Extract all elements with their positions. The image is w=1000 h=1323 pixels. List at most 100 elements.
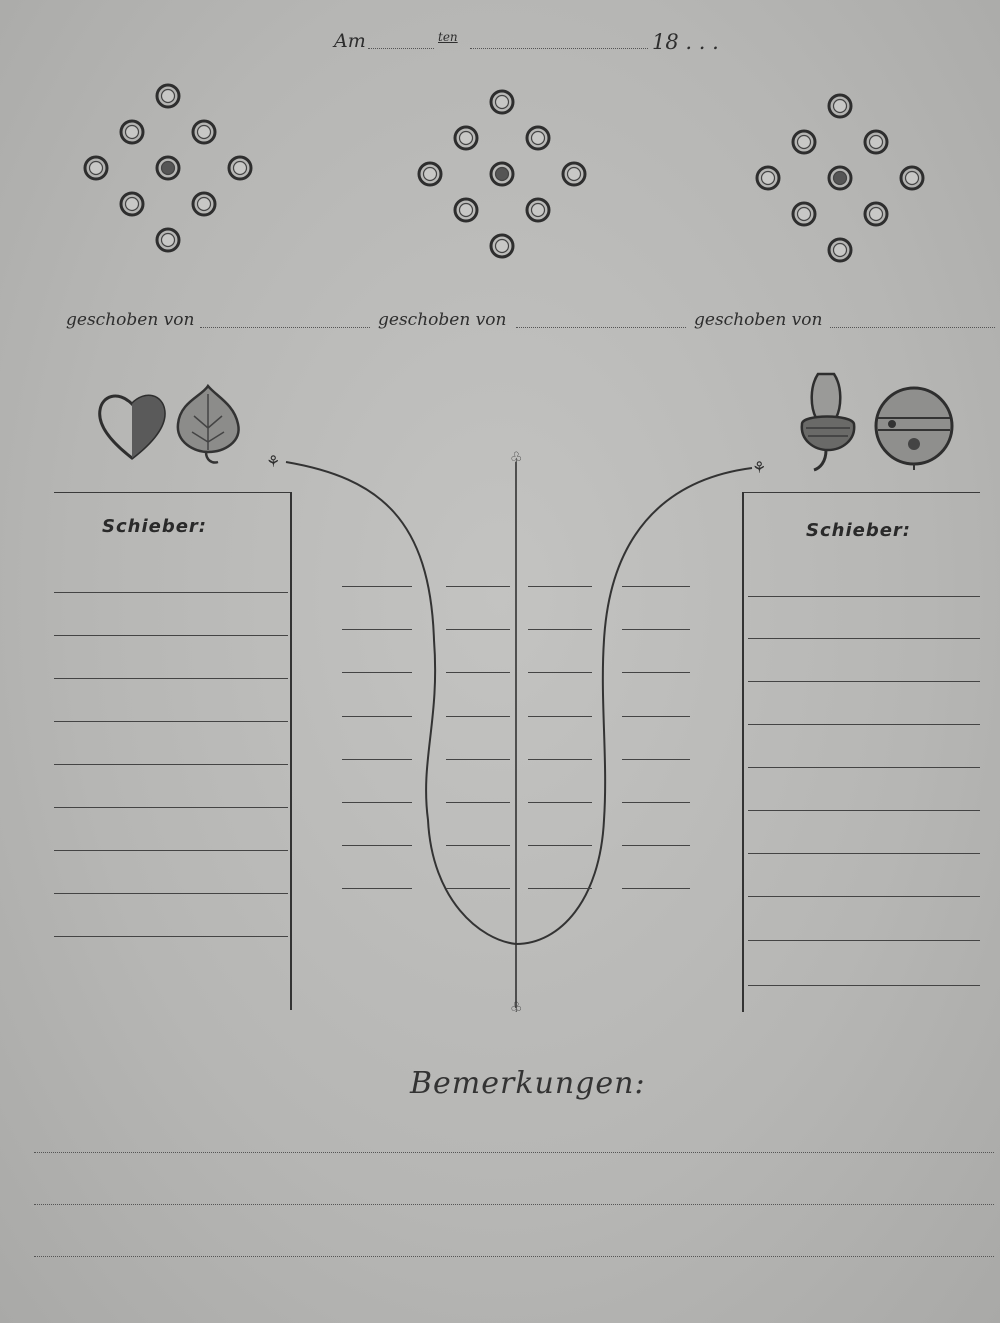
score-line[interactable] <box>748 940 980 941</box>
ring-icon <box>863 201 889 227</box>
score-line[interactable] <box>528 586 592 587</box>
bell-suit-icon <box>874 386 954 470</box>
acorn-suit-icon <box>800 372 856 472</box>
ring-icon <box>525 125 551 151</box>
pushed-by-label-2: geschoben von <box>378 310 507 330</box>
score-line[interactable] <box>342 672 412 673</box>
ring-icon <box>453 125 479 151</box>
header-am: Am <box>334 30 366 52</box>
ring-icon <box>863 129 889 155</box>
score-line[interactable] <box>748 596 980 597</box>
score-line[interactable] <box>446 672 510 673</box>
ring-icon <box>155 83 181 109</box>
score-line[interactable] <box>528 845 592 846</box>
score-line[interactable] <box>54 893 288 894</box>
ring-diagrams <box>83 83 925 263</box>
score-line[interactable] <box>748 724 980 725</box>
ring-icon <box>453 197 479 223</box>
date-day-field[interactable] <box>368 48 434 49</box>
left-panel-title: Schieber: <box>102 516 207 537</box>
ring-icon <box>899 165 925 191</box>
ring-icon <box>191 119 217 145</box>
remarks-line-3[interactable] <box>34 1256 994 1257</box>
pushed-by-field-1[interactable] <box>200 327 370 328</box>
center-ring-icon <box>155 155 181 181</box>
score-line[interactable] <box>748 810 980 811</box>
score-line[interactable] <box>446 845 510 846</box>
heart-suit-icon <box>98 394 166 460</box>
center-ring-icon <box>489 161 515 187</box>
score-line[interactable] <box>342 845 412 846</box>
score-line[interactable] <box>748 767 980 768</box>
score-line[interactable] <box>54 635 288 636</box>
pushed-by-label-3: geschoben von <box>694 310 823 330</box>
score-line[interactable] <box>528 716 592 717</box>
axis-top-end-icon: ♧ <box>510 450 523 466</box>
score-line[interactable] <box>622 888 690 889</box>
score-line[interactable] <box>446 629 510 630</box>
score-line[interactable] <box>528 888 592 889</box>
score-line[interactable] <box>528 672 592 673</box>
score-line[interactable] <box>342 802 412 803</box>
score-line[interactable] <box>748 853 980 854</box>
score-line[interactable] <box>342 716 412 717</box>
right-panel-left-border <box>742 492 744 1012</box>
arrow-end-left-icon: ⚘ <box>266 452 281 471</box>
right-panel-top-border <box>744 492 980 493</box>
score-line[interactable] <box>748 638 980 639</box>
ring-icon <box>83 155 109 181</box>
score-line[interactable] <box>528 802 592 803</box>
score-line[interactable] <box>748 985 980 986</box>
left-panel-right-border <box>290 492 292 1010</box>
ring-icon <box>755 165 781 191</box>
remarks-line-2[interactable] <box>34 1204 994 1205</box>
score-line[interactable] <box>446 759 510 760</box>
pushed-by-label-1: geschoben von <box>66 310 195 330</box>
score-line[interactable] <box>622 845 690 846</box>
score-line[interactable] <box>622 759 690 760</box>
ring-icon <box>191 191 217 217</box>
center-ring-icon <box>827 165 853 191</box>
score-line[interactable] <box>446 586 510 587</box>
remarks-line-1[interactable] <box>34 1152 994 1153</box>
arrow-end-right-icon: ⚘ <box>752 458 767 477</box>
ring-icon <box>791 129 817 155</box>
score-line[interactable] <box>528 629 592 630</box>
score-line[interactable] <box>622 802 690 803</box>
score-line[interactable] <box>622 629 690 630</box>
score-line[interactable] <box>342 759 412 760</box>
score-line[interactable] <box>54 936 288 937</box>
score-line[interactable] <box>528 759 592 760</box>
ring-icon <box>827 93 853 119</box>
ring-icon <box>791 201 817 227</box>
leaf-suit-icon <box>176 383 240 464</box>
score-line[interactable] <box>622 672 690 673</box>
date-month-field[interactable] <box>470 48 648 49</box>
pushed-by-field-3[interactable] <box>830 327 995 328</box>
header-year: 18 . . . <box>652 30 719 54</box>
score-line[interactable] <box>446 716 510 717</box>
pushed-by-field-2[interactable] <box>516 327 686 328</box>
score-line[interactable] <box>342 586 412 587</box>
score-line[interactable] <box>54 850 288 851</box>
score-line[interactable] <box>54 592 288 593</box>
ring-icon <box>119 119 145 145</box>
score-line[interactable] <box>54 678 288 679</box>
ring-icon <box>227 155 253 181</box>
score-line[interactable] <box>54 721 288 722</box>
score-line[interactable] <box>54 764 288 765</box>
score-line[interactable] <box>342 888 412 889</box>
remarks-title: Bemerkungen: <box>410 1066 646 1101</box>
score-line[interactable] <box>748 896 980 897</box>
score-line[interactable] <box>748 681 980 682</box>
score-line[interactable] <box>446 802 510 803</box>
score-line[interactable] <box>622 716 690 717</box>
score-line[interactable] <box>54 807 288 808</box>
ring-icon <box>827 237 853 263</box>
left-panel-top-border <box>54 492 292 493</box>
score-line[interactable] <box>342 629 412 630</box>
score-line[interactable] <box>446 888 510 889</box>
score-line[interactable] <box>622 586 690 587</box>
ring-icon <box>525 197 551 223</box>
